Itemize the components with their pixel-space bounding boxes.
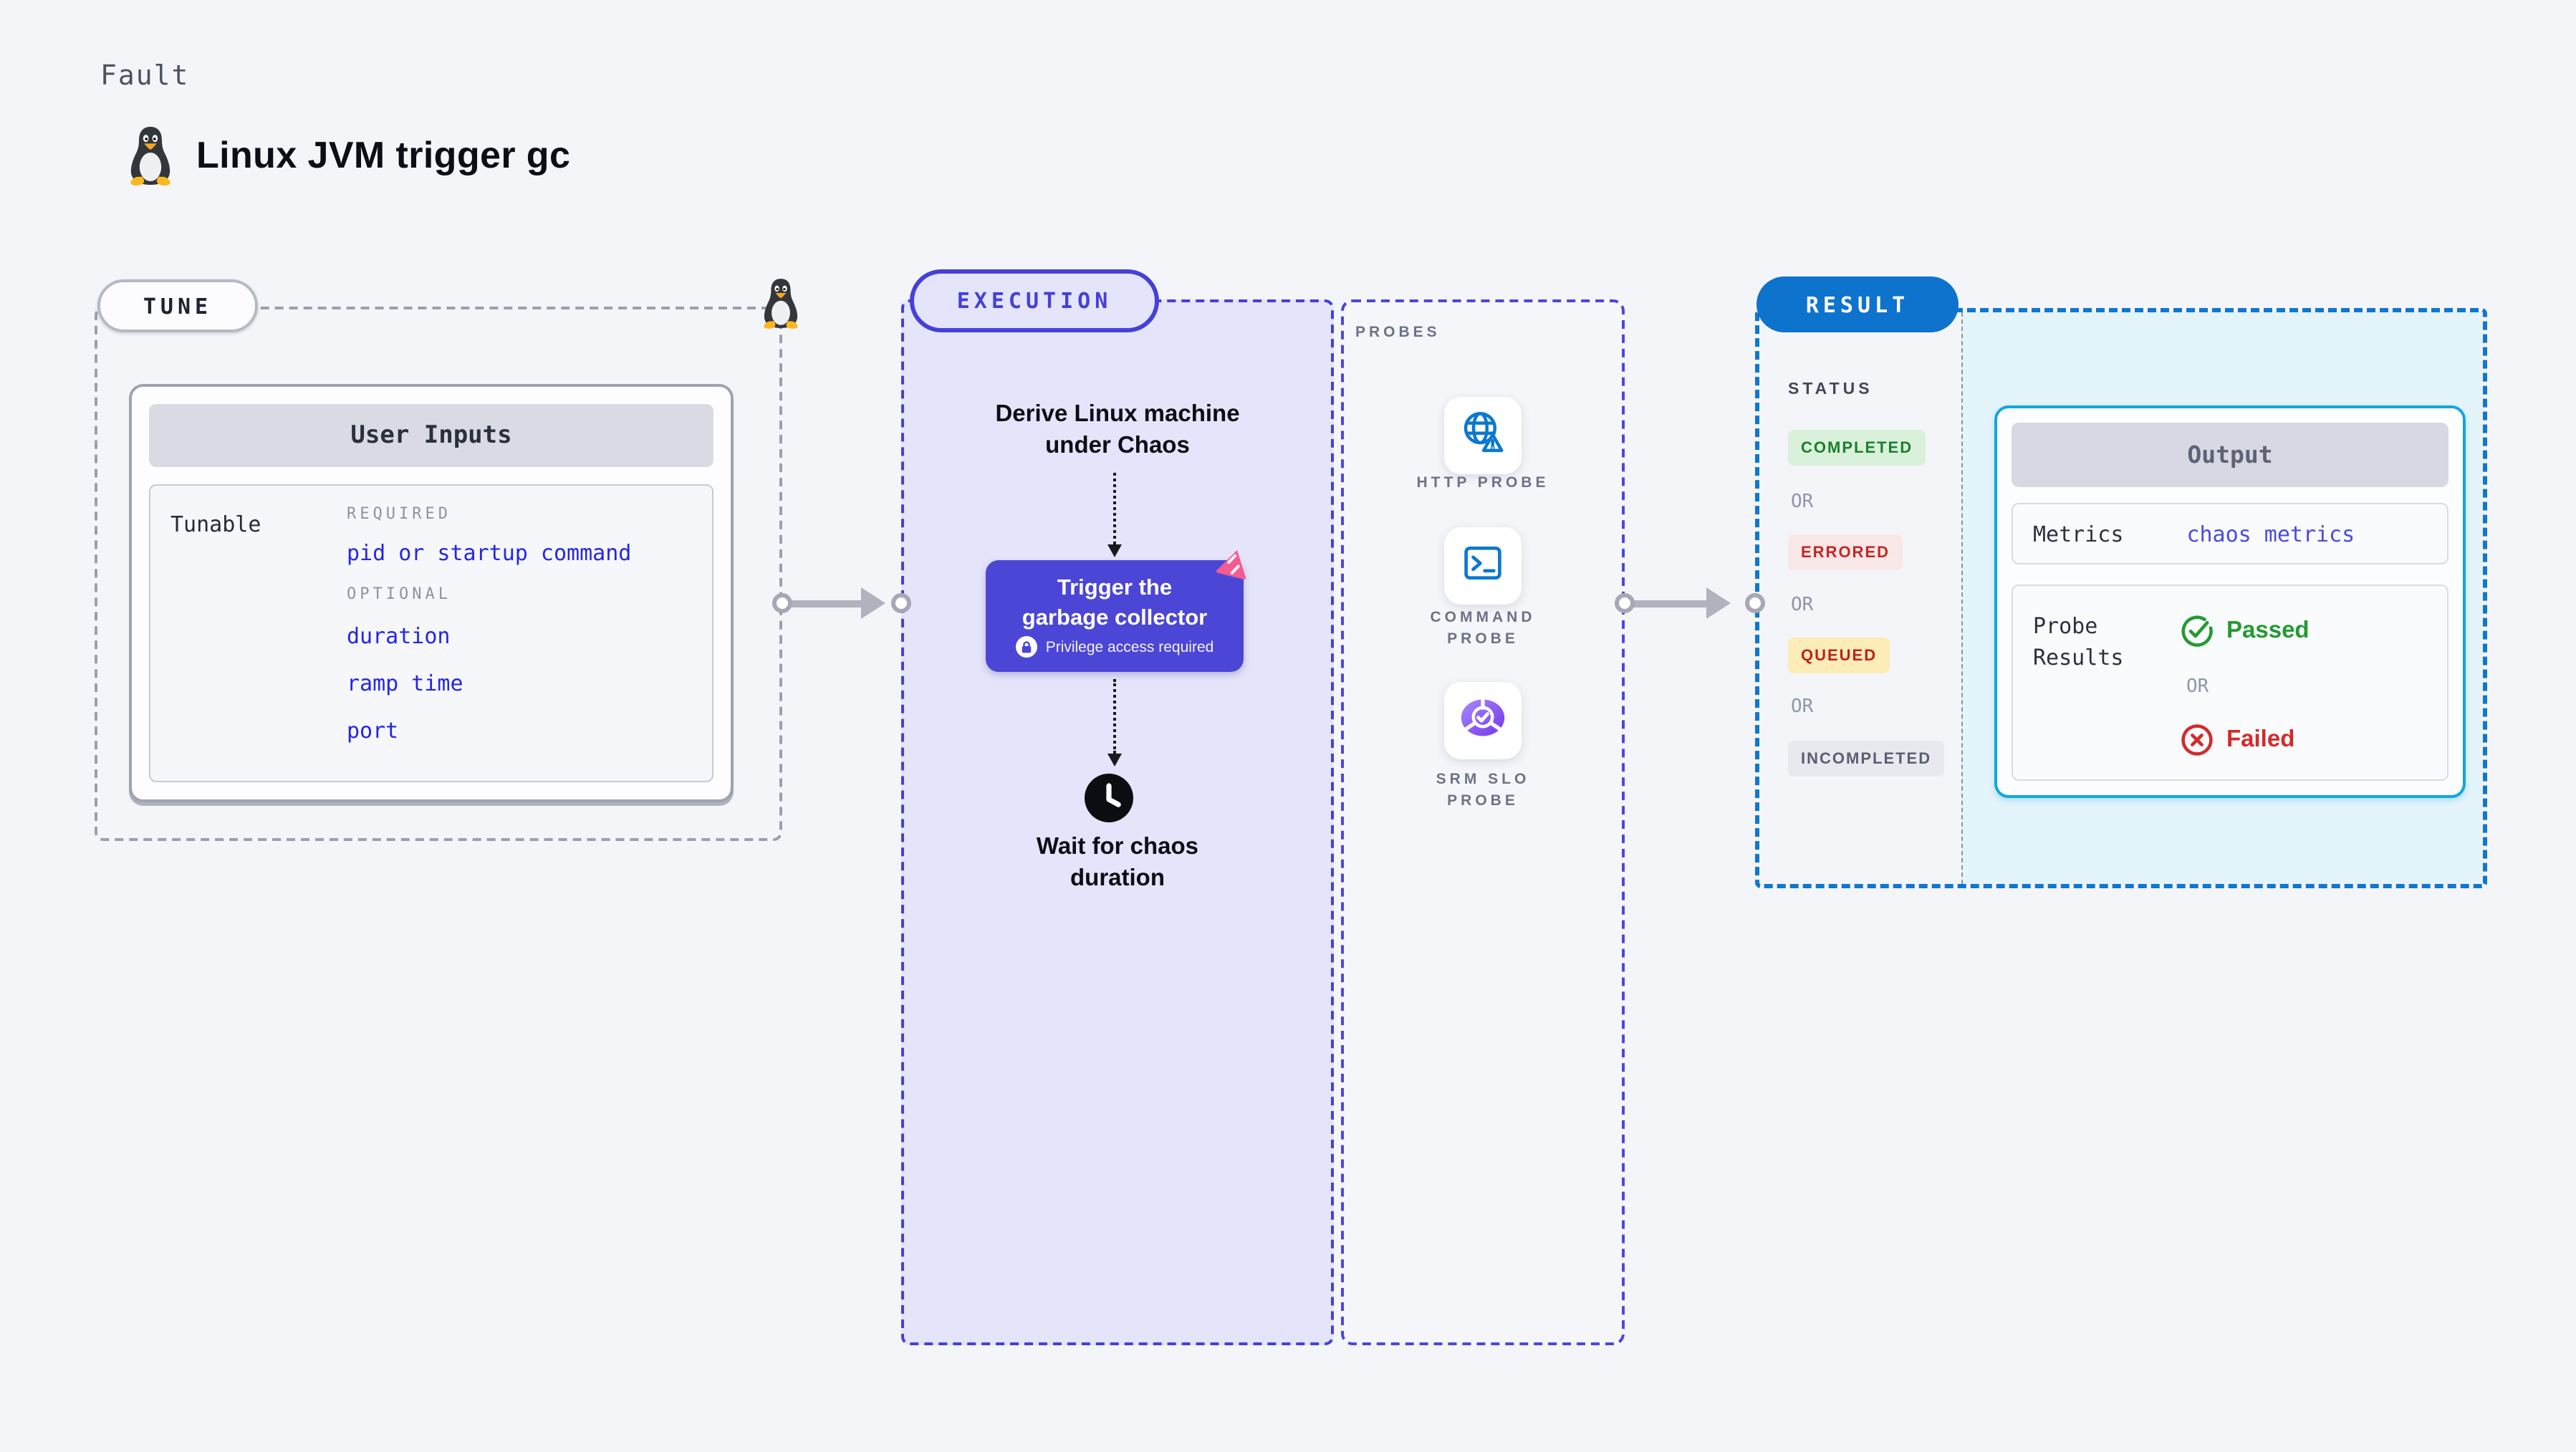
connector-endpoint xyxy=(772,593,792,613)
srm-slo-probe-card xyxy=(1444,682,1522,759)
tunable-required-item: pid or startup command xyxy=(347,540,632,566)
tunable-optional-item: duration xyxy=(347,623,451,649)
output-card-header: Output xyxy=(2012,423,2448,487)
tunable-row-label: Tunable xyxy=(170,511,261,537)
wait-step-text: Wait for chaos duration xyxy=(1036,834,1199,891)
flow-arrow-line xyxy=(1632,600,1709,607)
slo-donut-icon xyxy=(1456,693,1510,749)
status-badge-incompleted: INCOMPLETED xyxy=(1788,741,1945,777)
fault-action-title: Trigger the garbage collector xyxy=(1022,576,1208,630)
status-badge-errored: ERRORED xyxy=(1788,534,1903,570)
tunable-optional-item: port xyxy=(347,718,399,744)
fault-action-box: Trigger the garbage collector Privilege … xyxy=(986,560,1244,672)
execution-section-badge: EXECUTION xyxy=(910,269,1159,332)
connector-endpoint xyxy=(1745,593,1765,613)
status-badge-completed: COMPLETED xyxy=(1788,430,1926,466)
tux-penguin-icon xyxy=(122,125,179,188)
connector-endpoint xyxy=(1615,593,1635,613)
globe-alert-icon xyxy=(1457,406,1509,465)
tune-section xyxy=(95,307,782,841)
status-label: STATUS xyxy=(1788,381,1873,398)
or-label: OR xyxy=(1791,491,1814,513)
fault-kicker: Fault xyxy=(100,60,190,92)
lock-icon xyxy=(1015,636,1037,658)
status-badge-queued: QUEUED xyxy=(1788,638,1890,673)
or-label: OR xyxy=(1791,595,1814,616)
optional-label: OPTIONAL xyxy=(347,585,451,603)
probe-name: COMMAND PROBE xyxy=(1430,609,1536,648)
metrics-value: chaos metrics xyxy=(2186,521,2355,547)
derive-step-text: Derive Linux machine under Chaos xyxy=(995,401,1240,458)
tunable-optional-item: ramp time xyxy=(347,670,463,696)
metrics-label: Metrics xyxy=(2033,521,2124,547)
privilege-note-text: Privilege access required xyxy=(1045,638,1214,655)
flow-arrowhead-icon xyxy=(1706,587,1731,619)
user-inputs-body: Tunable REQUIRED pid or startup command … xyxy=(149,484,713,782)
check-circle-icon xyxy=(2181,615,2214,648)
user-inputs-header: User Inputs xyxy=(149,404,713,467)
clock-icon xyxy=(1083,772,1135,824)
or-label: OR xyxy=(1791,696,1814,718)
dotted-arrowhead-icon xyxy=(1107,754,1121,766)
terminal-icon xyxy=(1457,537,1509,595)
result-section-badge: RESULT xyxy=(1756,277,1959,332)
dotted-connector xyxy=(1113,473,1116,544)
page-title: Linux JVM trigger gc xyxy=(196,133,571,176)
tune-section-badge: TUNE xyxy=(97,279,258,332)
chaos-logo-icon xyxy=(1215,546,1252,583)
flow-arrowhead-icon xyxy=(861,587,885,619)
result-divider xyxy=(1961,312,1963,884)
flow-arrow-line xyxy=(789,600,864,607)
probe-results-label: Probe Results xyxy=(2033,613,2124,670)
privilege-note-row: Privilege access required xyxy=(986,636,1244,658)
or-label: OR xyxy=(2186,676,2209,698)
passed-label: Passed xyxy=(2226,617,2310,643)
command-probe-card xyxy=(1444,527,1522,605)
user-inputs-card: User Inputs Tunable REQUIRED pid or star… xyxy=(129,384,734,802)
x-circle-icon xyxy=(2181,723,2214,756)
metrics-row: Metrics chaos metrics xyxy=(2012,503,2448,564)
required-label: REQUIRED xyxy=(347,504,451,523)
dotted-arrowhead-icon xyxy=(1107,544,1121,557)
http-probe-card xyxy=(1444,397,1522,474)
probe-results-row: Probe Results Passed OR Failed xyxy=(2012,585,2448,781)
dotted-connector xyxy=(1113,679,1116,754)
probes-section-label: PROBES xyxy=(1355,324,1441,341)
output-card: Output Metrics chaos metrics Probe Resul… xyxy=(1994,405,2466,798)
probe-name: SRM SLO PROBE xyxy=(1436,771,1530,809)
connector-endpoint xyxy=(891,593,911,613)
result-section: STATUS COMPLETED OR ERRORED OR QUEUED OR… xyxy=(1755,308,2487,888)
failed-label: Failed xyxy=(2226,726,2295,752)
probe-name: HTTP PROBE xyxy=(1416,474,1549,491)
tux-penguin-corner-icon xyxy=(756,272,805,335)
